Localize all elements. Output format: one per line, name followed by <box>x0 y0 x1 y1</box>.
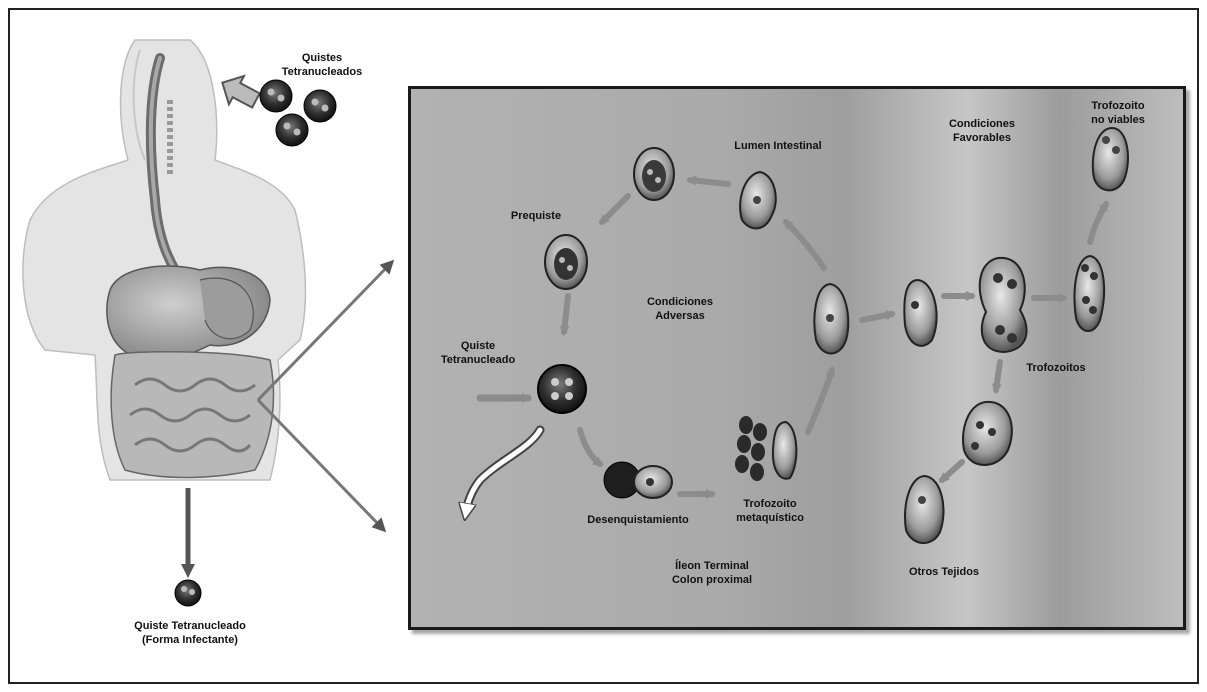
label-metacystic: Trofozoito metaquístico <box>736 498 804 526</box>
ingestion-arrow <box>215 68 264 114</box>
label-ileum: Íleon Terminal Colon proximal <box>672 560 752 588</box>
tissue-trophozoite-upper <box>963 402 1012 465</box>
label-favorable-line2: Favorables <box>949 132 1015 146</box>
zoom-line-lower <box>258 400 382 528</box>
label-metacystic-line1: Trofozoito <box>736 498 804 512</box>
ingested-cysts <box>260 80 336 146</box>
label-nonviable-line2: no viables <box>1091 114 1145 128</box>
label-ileum-line1: Íleon Terminal <box>672 560 752 574</box>
label-other-tissues: Otros Tejidos <box>909 566 979 580</box>
trophozoites-group <box>980 258 1027 352</box>
label-precyst: Prequiste <box>511 210 561 224</box>
exit-arrow <box>466 430 540 512</box>
excystation-cell <box>604 462 672 498</box>
label-excystation: Desenquistamiento <box>587 514 688 528</box>
trophozoite-dividing <box>1075 256 1105 331</box>
label-metacystic-line2: metaquístico <box>736 512 804 526</box>
label-trophozoites: Trofozoitos <box>1026 362 1085 376</box>
tissue-trophozoite-lower <box>905 476 944 543</box>
tetranucleate-cyst <box>538 365 586 413</box>
label-adverse: Condiciones Adversas <box>647 296 713 324</box>
label-favorable-line1: Condiciones <box>949 118 1015 132</box>
trophozoite-right <box>904 280 936 346</box>
label-tetranucleate-cyst: Quiste Tetranucleado <box>441 340 515 368</box>
label-tetranucleate-line2: Tetranucleado <box>441 354 515 368</box>
label-ingested-cysts-line2: Tetranucleados <box>282 66 363 80</box>
label-ingested-cysts: Quistes Tetranucleados <box>282 52 363 80</box>
label-tetranucleate-line1: Quiste <box>441 340 515 354</box>
metacystic-trophozoites <box>735 416 796 481</box>
nonviable-trophozoite <box>1093 128 1128 190</box>
label-favorable: Condiciones Favorables <box>949 118 1015 146</box>
label-ingested-cysts-line1: Quistes <box>282 52 363 66</box>
label-nonviable-line1: Trofozoito <box>1091 100 1145 114</box>
label-infective-line2: (Forma Infectante) <box>134 634 246 648</box>
label-adverse-line1: Condiciones <box>647 296 713 310</box>
label-lumen: Lumen Intestinal <box>734 140 821 154</box>
infectant-cyst <box>175 580 201 606</box>
label-ileum-line2: Colon proximal <box>672 574 752 588</box>
label-nonviable: Trofozoito no viables <box>1091 100 1145 128</box>
label-infective-line1: Quiste Tetranucleado <box>134 620 246 634</box>
label-adverse-line2: Adversas <box>647 310 713 324</box>
label-infective-form: Quiste Tetranucleado (Forma Infectante) <box>134 620 246 648</box>
